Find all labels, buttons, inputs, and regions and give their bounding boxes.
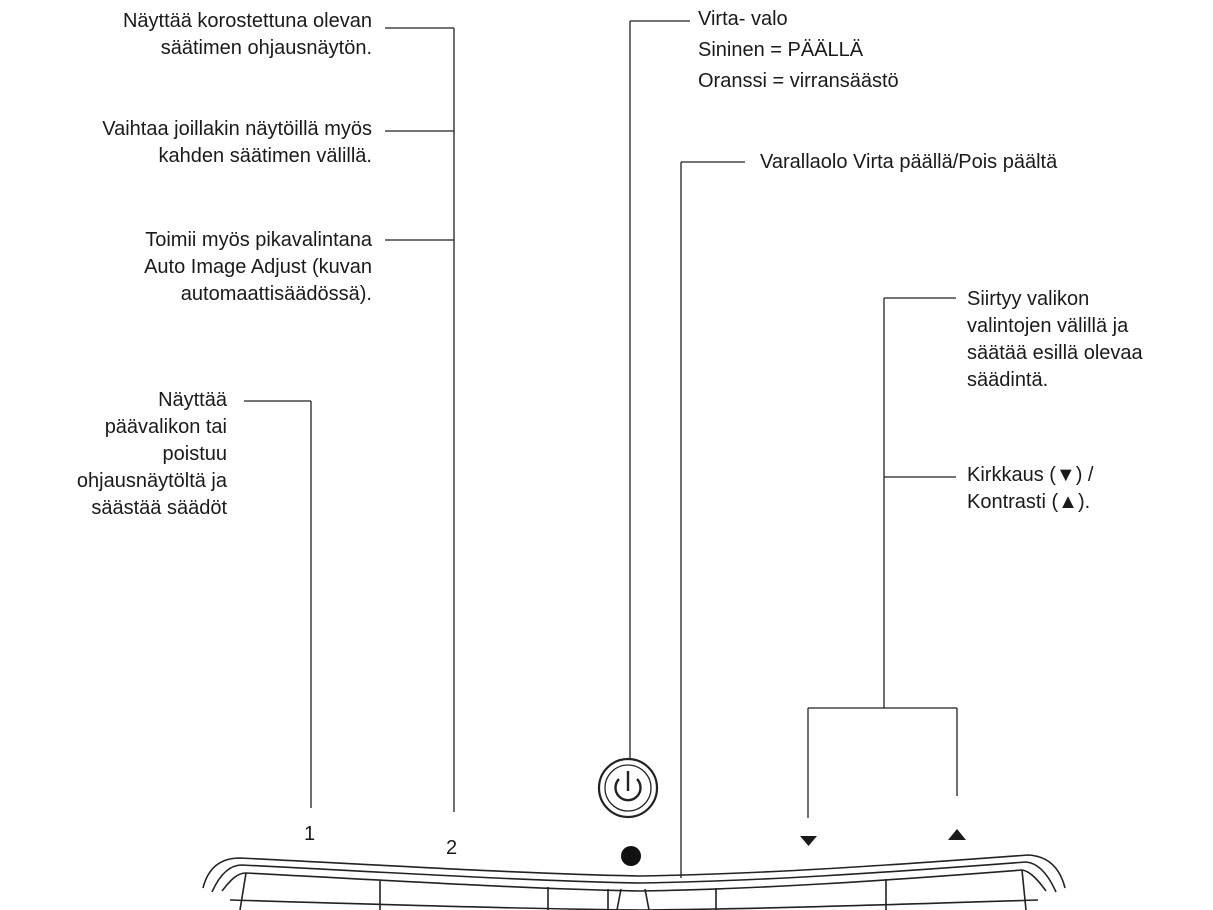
button-1-label: 1: [304, 823, 316, 845]
callout-main-menu: Näyttää päävalikon tai poistuu ohjausnäy…: [76, 389, 227, 519]
power-icon: [597, 757, 659, 819]
callout-brightness-contrast: Kirkkaus (▼) / Kontrasti (▲).: [967, 464, 1094, 513]
callout-toggle-controls: Vaihtaa joillakin näytöillä myös kahden …: [102, 118, 372, 167]
power-led-dot: [621, 846, 641, 866]
callout-auto-adjust: Toimii myös pikavalintana Auto Image Adj…: [144, 229, 372, 305]
callout-power-light: Virta- valo Sininen = PÄÄLLÄ Oranssi = v…: [698, 8, 899, 92]
up-arrow-icon: [948, 829, 966, 840]
callout-osd-highlight: Näyttää korostettuna olevan säätimen ohj…: [122, 10, 372, 59]
callout-navigate: Siirtyy valikon valintojen välillä ja sä…: [967, 288, 1143, 391]
callout-standby: Varallaolo Virta päällä/Pois päältä: [760, 151, 1058, 173]
monitor-bezel: [202, 854, 1066, 910]
button-2-label: 2: [446, 837, 458, 859]
down-arrow-icon: [800, 836, 817, 846]
